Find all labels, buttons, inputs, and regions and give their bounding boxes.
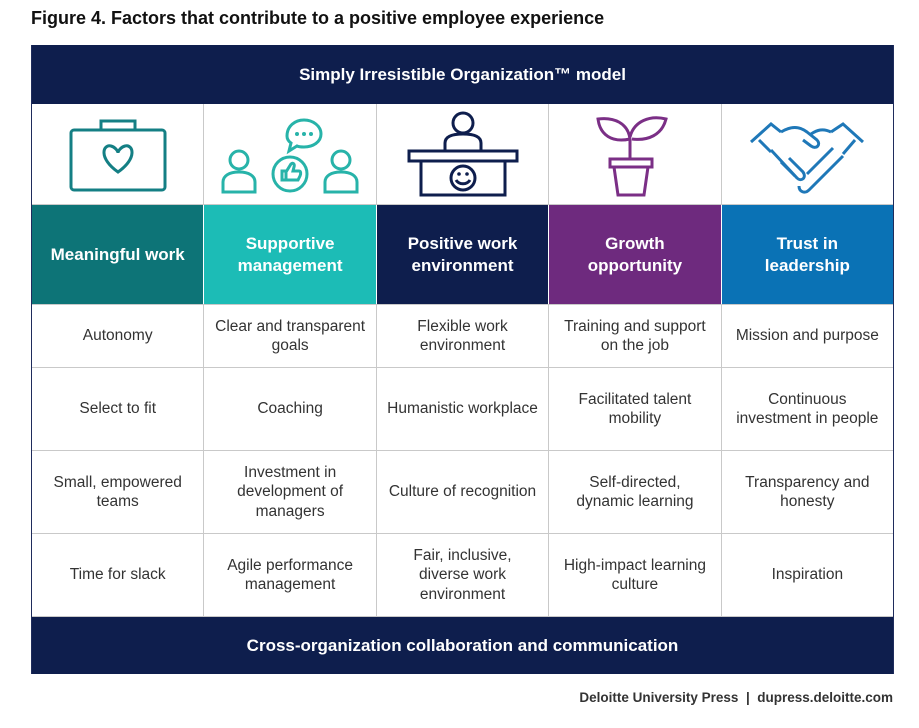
icon-cell-trust-in-leadership <box>722 104 893 204</box>
table-row: Time for slack Agile performance managem… <box>32 534 893 617</box>
model-title-band: Simply Irresistible Organization™ model <box>32 45 893 104</box>
icon-row <box>32 104 893 205</box>
potted-plant-icon <box>596 116 668 197</box>
cell-growth-opportunity-4: High-impact learning culture <box>549 534 722 616</box>
collaboration-band: Cross-organization collaboration and com… <box>32 617 893 674</box>
model-table: Simply Irresistible Organization™ model <box>31 45 894 674</box>
header-growth-opportunity: Growth opportunity <box>549 205 722 304</box>
icon-cell-meaningful-work <box>32 104 205 204</box>
source-credit: Deloitte University Press | dupress.delo… <box>579 690 893 705</box>
header-row: Meaningful work Supportive management Po… <box>32 205 894 305</box>
cell-meaningful-work-2: Select to fit <box>32 368 205 450</box>
table-row: Autonomy Clear and transparent goals Fle… <box>32 305 893 368</box>
cell-trust-in-leadership-2: Continuous investment in people <box>736 390 879 428</box>
cell-trust-in-leadership-3: Transparency and honesty <box>745 473 870 511</box>
cell-supportive-management-4: Agile performance management <box>204 534 377 616</box>
header-meaningful-work: Meaningful work <box>32 205 205 304</box>
figure-title: Figure 4. Factors that contribute to a p… <box>31 8 605 28</box>
person-at-desk-icon <box>407 111 519 197</box>
cell-supportive-management-3: Investment in development of managers <box>204 451 377 533</box>
cell-meaningful-work-4: Time for slack <box>32 534 205 616</box>
cell-positive-work-environment-4: Fair, inclusive, diverse work environmen… <box>377 534 550 616</box>
table-row: Small, empowered teams Investment in dev… <box>32 451 893 534</box>
team-conversation-icon <box>221 118 359 194</box>
icon-cell-positive-work-environment <box>377 104 550 204</box>
cell-meaningful-work-1: Autonomy <box>32 305 205 367</box>
cell-positive-work-environment-2: Humanistic workplace <box>377 368 550 450</box>
collaboration-label: Cross-organization collaboration and com… <box>246 635 679 655</box>
header-supportive-management: Supportive management <box>204 205 377 304</box>
cell-trust-in-leadership-1: Mission and purpose <box>735 327 879 345</box>
cell-growth-opportunity-1: Training and support on the job <box>549 305 722 367</box>
cell-positive-work-environment-1: Flexible work environment <box>377 305 550 367</box>
table-row: Select to fit Coaching Humanistic workpl… <box>32 368 893 451</box>
icon-cell-growth-opportunity <box>549 104 722 204</box>
cell-growth-opportunity-2: Facilitated talent mobility <box>549 368 722 450</box>
cell-supportive-management-1: Clear and transparent goals <box>204 305 377 367</box>
cell-growth-opportunity-3: Self-directed, dynamic learning <box>549 451 722 533</box>
header-trust-in-leadership: Trust in leadership <box>721 205 894 304</box>
cell-meaningful-work-3: Small, empowered teams <box>32 451 205 533</box>
cell-supportive-management-2: Coaching <box>204 368 377 450</box>
handshake-icon <box>750 121 865 194</box>
model-title: Simply Irresistible Organization™ model <box>299 64 626 84</box>
briefcase-heart-icon <box>69 119 167 192</box>
icon-cell-supportive-management <box>204 104 377 204</box>
cell-trust-in-leadership-4: Inspiration <box>771 566 844 584</box>
header-positive-work-environment: Positive work environment <box>376 205 550 304</box>
cell-positive-work-environment-3: Culture of recognition <box>377 451 550 533</box>
